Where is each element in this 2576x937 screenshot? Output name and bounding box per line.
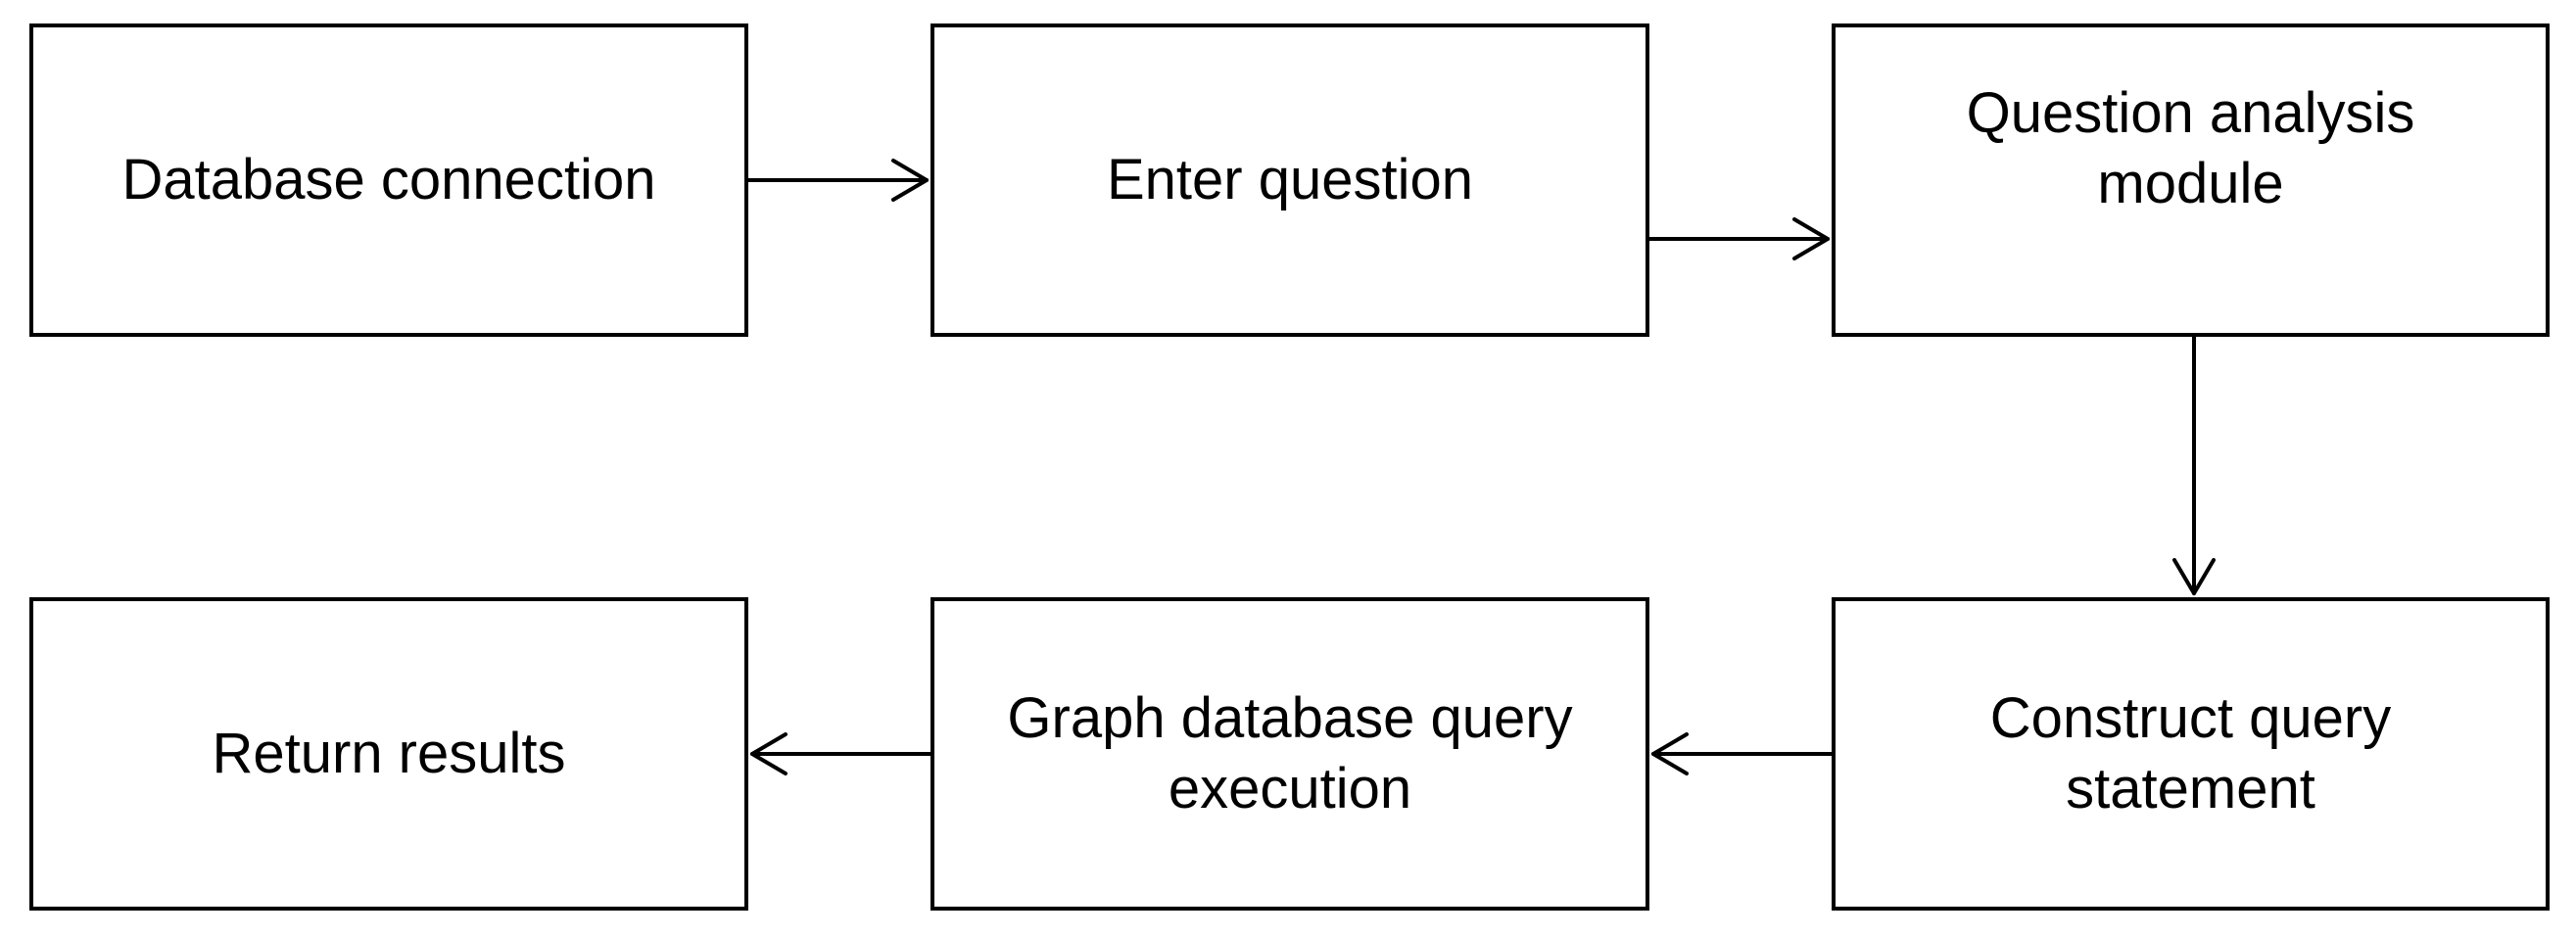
node-label: Construct query statement (1989, 686, 2392, 820)
node-label: Return results (212, 722, 566, 786)
node-label: Database connection (121, 148, 656, 212)
edge-graph-execution-to-return-results (750, 732, 932, 775)
edge-construct-query-to-graph-execution (1651, 732, 1834, 775)
node-label: Enter question (1106, 148, 1474, 212)
node-graph-database-query-execution: Graph database query execution (930, 597, 1649, 911)
edge-question-analysis-to-construct-query (2172, 335, 2216, 595)
node-label: Graph database query execution (1007, 686, 1573, 820)
node-return-results: Return results (29, 597, 748, 911)
node-construct-query-statement: Construct query statement (1832, 597, 2550, 911)
node-enter-question: Enter question (930, 23, 1649, 337)
node-question-analysis-module: Question analysis module (1832, 23, 2550, 337)
edge-enter-question-to-question-analysis (1647, 217, 1830, 260)
node-label: Question analysis module (1966, 81, 2415, 215)
edge-database-connection-to-enter-question (746, 159, 929, 202)
node-database-connection: Database connection (29, 23, 748, 337)
